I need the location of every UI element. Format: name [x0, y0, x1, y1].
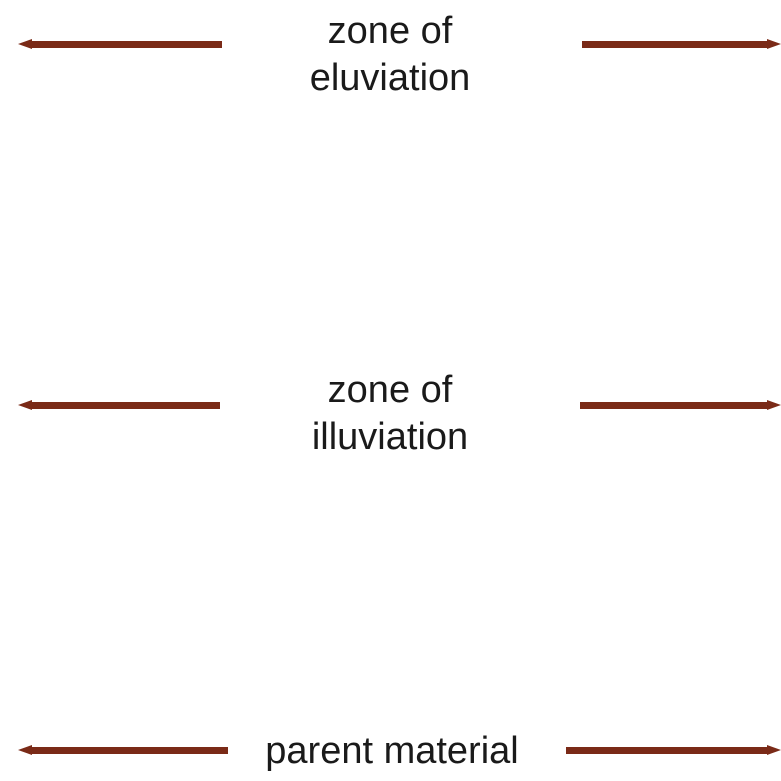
- arrow-shaft: [580, 402, 769, 409]
- left-arrow-parent-material: [18, 745, 228, 755]
- right-arrow-illuviation: [580, 400, 781, 410]
- zone-label-line-1: zone of: [327, 10, 453, 52]
- arrowhead-left: [18, 39, 32, 49]
- arrowhead-right: [767, 745, 781, 755]
- left-arrow-eluviation: [18, 39, 222, 49]
- arrowhead-right: [767, 400, 781, 410]
- arrow-shaft: [30, 747, 228, 754]
- arrowhead-left: [18, 745, 32, 755]
- arrow-shaft: [582, 41, 769, 48]
- zone-label-parent-material: parent material: [234, 728, 550, 775]
- arrow-shaft: [566, 747, 769, 754]
- right-arrow-parent-material: [566, 745, 781, 755]
- zone-label-line-2: eluviation: [309, 57, 471, 99]
- zone-label-line-1: zone of: [327, 369, 453, 411]
- zone-label-illuviation: zone of illuviation: [230, 367, 550, 461]
- zone-label-line-2: illuviation: [311, 416, 469, 458]
- arrowhead-left: [18, 400, 32, 410]
- arrow-shaft: [30, 402, 220, 409]
- arrow-shaft: [30, 41, 222, 48]
- zone-label-line-1: parent material: [265, 730, 519, 772]
- zone-label-eluviation: zone of eluviation: [230, 8, 550, 102]
- right-arrow-eluviation: [582, 39, 781, 49]
- arrowhead-right: [767, 39, 781, 49]
- left-arrow-illuviation: [18, 400, 220, 410]
